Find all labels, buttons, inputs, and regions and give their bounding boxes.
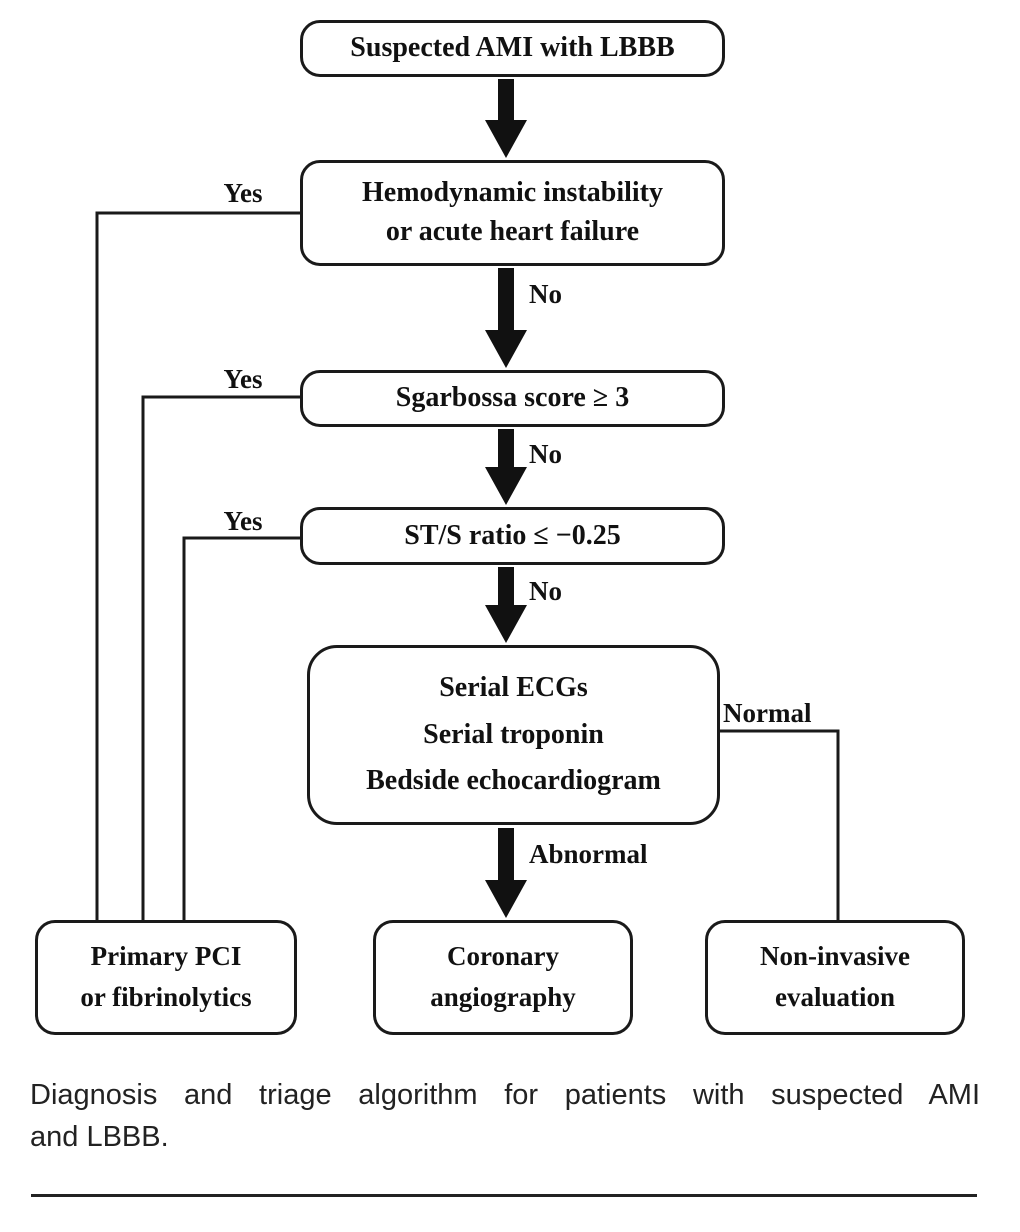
- node-primary-pci: Primary PCI or fibrinolytics: [35, 920, 297, 1035]
- arrow-abnormal-to-coronary: [485, 828, 527, 918]
- node-coronary-line2: angiography: [430, 982, 576, 1013]
- edge-label-yes-3: Yes: [223, 506, 263, 536]
- node-serial-workup-line3: Bedside echocardiogram: [366, 764, 661, 796]
- edge-label-normal: Normal: [723, 698, 812, 728]
- node-serial-workup: Serial ECGs Serial troponin Bedside echo…: [307, 645, 720, 825]
- edge-label-no-1: No: [529, 279, 562, 309]
- edge-yes-hemodynamic-to-pci: [95, 211, 300, 920]
- node-st-s-ratio-label: ST/S ratio ≤ −0.25: [404, 519, 621, 551]
- node-sgarbossa-score: Sgarbossa score ≥ 3: [300, 370, 725, 427]
- node-hemodynamic-line1: Hemodynamic instability: [361, 176, 663, 208]
- arrow-no-stratio-to-serial: [485, 567, 527, 643]
- node-hemodynamic-line2: or acute heart failure: [385, 216, 640, 248]
- node-coronary-line1: Coronary: [447, 941, 559, 972]
- edge-label-yes-2: Yes: [223, 364, 263, 394]
- arrow-no-hemodynamic-to-sgarbossa: [485, 268, 527, 368]
- edge-yes-stratio-to-pci: [182, 536, 300, 920]
- node-primary-pci-line2: or fibrinolytics: [80, 982, 252, 1013]
- figure-caption-line2: and LBBB.: [30, 1121, 169, 1153]
- figure-caption-line1: Diagnosis and triage algorithm for patie…: [30, 1079, 980, 1111]
- edge-label-no-2: No: [529, 439, 562, 469]
- node-hemodynamic-instability: Hemodynamic instability or acute heart f…: [300, 160, 725, 266]
- figure-caption: Diagnosis and triage algorithm for patie…: [30, 1074, 980, 1158]
- edge-label-abnormal: Abnormal: [529, 839, 648, 869]
- node-noninvasive-line1: Non-invasive: [759, 941, 911, 972]
- node-noninvasive-line2: evaluation: [774, 982, 895, 1013]
- edge-label-no-3: No: [529, 576, 562, 606]
- node-sgarbossa-label: Sgarbossa score ≥ 3: [395, 382, 630, 414]
- node-noninvasive-evaluation: Non-invasive evaluation: [705, 920, 965, 1035]
- edge-yes-sgarbossa-to-pci: [141, 395, 300, 920]
- node-primary-pci-line1: Primary PCI: [90, 941, 242, 972]
- node-st-s-ratio: ST/S ratio ≤ −0.25: [300, 507, 725, 565]
- node-serial-workup-line1: Serial ECGs: [439, 672, 588, 704]
- edge-label-yes-1: Yes: [223, 178, 263, 208]
- node-coronary-angiography: Coronary angiography: [373, 920, 633, 1035]
- node-suspected-ami: Suspected AMI with LBBB: [300, 20, 725, 77]
- arrow-suspected-to-hemodynamic: [485, 79, 527, 158]
- node-serial-workup-line2: Serial troponin: [423, 718, 604, 750]
- node-suspected-ami-label: Suspected AMI with LBBB: [350, 32, 675, 64]
- edge-normal-to-noninvasive: [720, 729, 840, 920]
- bottom-divider: [31, 1194, 977, 1197]
- arrow-no-sgarbossa-to-stratio: [485, 429, 527, 505]
